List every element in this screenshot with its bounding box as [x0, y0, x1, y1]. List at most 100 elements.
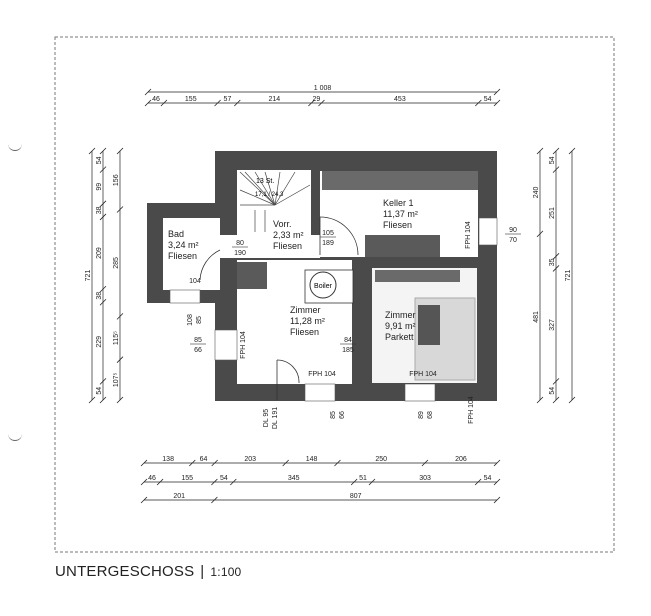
plan-caption: UNTERGESCHOSS|1:100	[55, 563, 241, 580]
dimension-tick	[552, 378, 560, 385]
dimension-tick	[568, 147, 576, 155]
dimension-tick	[568, 396, 576, 404]
dimension-tick	[536, 396, 544, 404]
dimension-label: 303	[419, 475, 431, 482]
dimension-tick	[368, 478, 376, 486]
dimension-tick	[116, 147, 124, 155]
dimension-label: 345	[288, 475, 300, 482]
dimension-label: 209	[96, 247, 103, 259]
dimension-tick	[308, 99, 315, 107]
dimension-label: 115⁵	[113, 331, 120, 345]
dimension-tick	[99, 298, 107, 306]
dimension-label: 155	[185, 96, 197, 103]
room-floor: Fliesen	[383, 220, 412, 230]
dimension-tick	[536, 147, 544, 155]
opening-label-bottom: 185	[342, 347, 354, 354]
doors	[199, 216, 359, 400]
opening-label-bottom: 70	[509, 237, 517, 244]
dimension-label: 229	[96, 336, 103, 348]
boiler-label: Boiler	[314, 283, 333, 290]
dimension-label: 721	[565, 270, 572, 282]
room-area: 2,33 m²	[273, 230, 304, 240]
plan-frame	[54, 36, 615, 553]
opening-label-bottom: DL 191	[272, 407, 279, 429]
plan-scale: 1:100	[210, 565, 242, 579]
dimension-label: 54	[549, 387, 556, 395]
dimension-label: 54	[484, 96, 492, 103]
dimension-tick	[350, 478, 358, 486]
dimension-tick	[144, 88, 152, 96]
stair-icon	[239, 171, 311, 232]
dimension-tick	[99, 378, 107, 385]
opening-label-top: 85	[194, 337, 202, 344]
opening-label-top: 108	[187, 314, 194, 326]
dimension-label: 38	[96, 206, 103, 214]
opening-label-top: 90	[509, 227, 517, 234]
dimension-tick	[214, 99, 221, 107]
desk	[418, 305, 440, 345]
opening-label-top: DL 95	[263, 409, 270, 428]
dimension-tick	[156, 478, 164, 486]
room-floor: Fliesen	[168, 251, 197, 261]
room-name: Keller 1	[383, 198, 414, 208]
dimension-label: 206	[455, 456, 467, 463]
dimension-label: 99	[96, 183, 103, 191]
dimension-tick	[475, 99, 482, 107]
dimension-tick	[493, 478, 501, 486]
keller-block	[365, 235, 440, 257]
dimension-tick	[552, 253, 560, 260]
dimension-tick	[140, 478, 148, 486]
dimension-tick	[474, 478, 482, 486]
dimension-tick	[116, 356, 124, 363]
room-area: 11,37 m²	[383, 209, 418, 219]
dimension-tick	[334, 459, 341, 467]
opening-label-bottom: 189	[322, 240, 334, 247]
caption-separator: |	[200, 563, 205, 580]
dimension-tick	[99, 166, 107, 173]
dimension-label: 29	[313, 96, 321, 103]
dimension-tick	[552, 396, 560, 404]
dimension-chain-top_total: 1 008	[144, 85, 501, 96]
dimension-chain-right_total: 721	[565, 147, 576, 404]
zimmer2-shelf	[375, 270, 460, 282]
dimension-tick	[88, 147, 96, 155]
opening-label-bottom: 190	[234, 250, 246, 257]
dimension-label: 51	[359, 475, 367, 482]
boiler-icon	[309, 271, 337, 299]
dimension-tick	[144, 99, 152, 107]
room-name: Zimmer	[290, 305, 321, 315]
window-label: FPH 104	[409, 371, 437, 378]
dimension-tick	[282, 459, 289, 467]
dimension-label: 721	[85, 270, 92, 282]
dimension-label: 285	[113, 257, 120, 269]
dimension-chain-left_total: 721	[85, 147, 96, 404]
dimension-tick	[421, 459, 429, 467]
room-area: 3,24 m²	[168, 240, 199, 250]
dimension-tick	[99, 213, 107, 221]
dimension-tick	[493, 99, 501, 107]
keller-shelf	[322, 171, 478, 190]
dimension-tick	[99, 285, 107, 293]
dimension-tick	[230, 478, 237, 486]
room-name: Bad	[168, 229, 184, 239]
dimension-label: 38	[96, 292, 103, 300]
opening-label-top: 84	[344, 337, 352, 344]
dimension-label: 46	[148, 475, 156, 482]
room-floor: Parkett	[385, 332, 414, 342]
dimension-label: 64	[200, 456, 208, 463]
dimension-tick	[211, 478, 218, 486]
window-label: FPH 104	[465, 221, 472, 249]
opening-label-top: 89	[418, 411, 425, 419]
dimension-tick	[140, 496, 148, 504]
dimension-tick	[88, 396, 96, 404]
dimension-label: 155	[181, 475, 193, 482]
dimension-label: 54	[549, 156, 556, 164]
dimension-label: 156	[113, 174, 120, 186]
stair-label-2: 17,1 / 24,3	[255, 192, 284, 198]
room-floor: Fliesen	[290, 327, 319, 337]
